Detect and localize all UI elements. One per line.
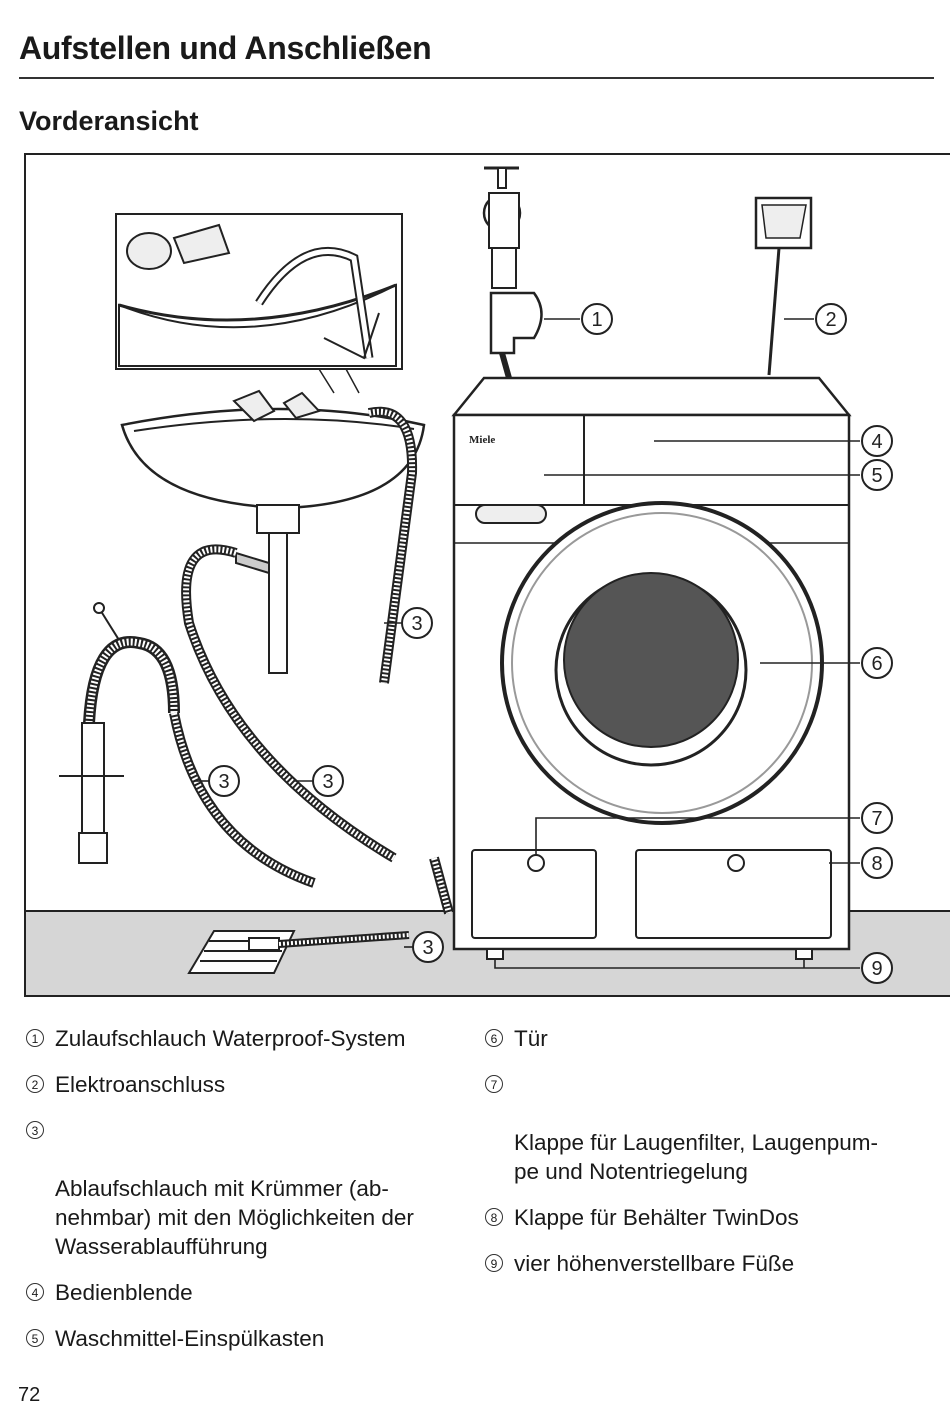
legend-number: 7 xyxy=(485,1075,503,1093)
svg-text:2: 2 xyxy=(825,309,836,331)
floor-drain xyxy=(187,930,410,974)
callout-4: 4 xyxy=(861,425,893,457)
power-socket xyxy=(754,196,813,376)
page-number: 72 xyxy=(18,1384,41,1406)
legend-number: 1 xyxy=(26,1029,44,1047)
legend-item-8: 8 Klappe für Behälter TwinDos xyxy=(485,1203,925,1232)
callout-3-floor-drain: 3 xyxy=(412,931,444,963)
svg-text:5: 5 xyxy=(871,465,882,487)
title-divider xyxy=(19,77,934,79)
page-title: Aufstellen und Anschließen xyxy=(19,30,432,66)
callout-8: 8 xyxy=(861,847,893,879)
legend-number: 6 xyxy=(485,1029,503,1047)
callout-3-hose: 3 xyxy=(312,765,344,797)
legend-number: 4 xyxy=(26,1283,44,1301)
svg-text:1: 1 xyxy=(591,309,602,331)
legend-left-column: 1 Zulaufschlauch Waterproof-System 2 Ele… xyxy=(26,1024,466,1370)
legend-item-2: 2 Elektroanschluss xyxy=(26,1070,466,1099)
callout-2: 2 xyxy=(815,303,847,335)
svg-text:3: 3 xyxy=(322,771,333,793)
section-subtitle: Vorderansicht xyxy=(19,106,199,136)
standpipe xyxy=(59,602,180,864)
legend-number: 9 xyxy=(485,1254,503,1272)
legend-text: vier höhenverstellbare Füße xyxy=(514,1251,795,1276)
legend-text: Elektroanschluss xyxy=(55,1072,226,1097)
brand-logo: Miele xyxy=(469,434,495,446)
legend-text: Klappe für Laugenfilter, Laugenpum- pe u… xyxy=(514,1130,879,1184)
legend-text: Ablaufschlauch mit Krümmer (ab- nehmbar)… xyxy=(55,1176,414,1259)
legend-text: Bedienblende xyxy=(55,1280,193,1305)
legend-text: Klappe für Behälter TwinDos xyxy=(514,1205,799,1230)
washing-machine: Miele xyxy=(451,376,852,960)
svg-text:6: 6 xyxy=(871,653,882,675)
callout-6: 6 xyxy=(861,647,893,679)
legend-number: 3 xyxy=(26,1121,44,1139)
legend-item-1: 1 Zulaufschlauch Waterproof-System xyxy=(26,1024,466,1053)
wash-basin xyxy=(120,389,426,674)
svg-text:7: 7 xyxy=(871,808,882,830)
callout-9: 9 xyxy=(861,952,893,984)
legend-item-9: 9 vier höhenverstellbare Füße xyxy=(485,1249,925,1278)
callout-3-standpipe: 3 xyxy=(208,765,240,797)
svg-text:3: 3 xyxy=(422,937,433,959)
legend-item-7: 7 Klappe für Laugenfilter, Laugenpum- pe… xyxy=(485,1070,925,1186)
callout-7: 7 xyxy=(861,802,893,834)
callout-1: 1 xyxy=(581,303,613,335)
legend-number: 8 xyxy=(485,1208,503,1226)
legend-number: 5 xyxy=(26,1329,44,1347)
legend-item-3: 3 Ablaufschlauch mit Krümmer (ab- nehmba… xyxy=(26,1116,466,1261)
legend-text: Waschmittel-Einspülkasten xyxy=(55,1326,325,1351)
legend-number: 2 xyxy=(26,1075,44,1093)
washing-machine-front-view-illustration: Miele 1 2 4 5 6 7 8 9 3 3 xyxy=(24,153,950,997)
legend-item-4: 4 Bedienblende xyxy=(26,1278,466,1307)
legend-text: Zulaufschlauch Waterproof-System xyxy=(55,1026,406,1051)
callout-3-sink: 3 xyxy=(401,607,433,639)
callout-5: 5 xyxy=(861,459,893,491)
svg-text:9: 9 xyxy=(871,958,882,980)
legend-right-column: 6 Tür 7 Klappe für Laugenfilter, Laugenp… xyxy=(485,1024,925,1295)
svg-text:3: 3 xyxy=(411,613,422,635)
svg-text:4: 4 xyxy=(871,431,882,453)
water-tap xyxy=(482,166,543,379)
legend-item-6: 6 Tür xyxy=(485,1024,925,1053)
legend-item-5: 5 Waschmittel-Einspülkasten xyxy=(26,1324,466,1353)
svg-text:8: 8 xyxy=(871,853,882,875)
svg-text:3: 3 xyxy=(218,771,229,793)
sink-detail-inset xyxy=(115,213,403,370)
legend-text: Tür xyxy=(514,1026,548,1051)
